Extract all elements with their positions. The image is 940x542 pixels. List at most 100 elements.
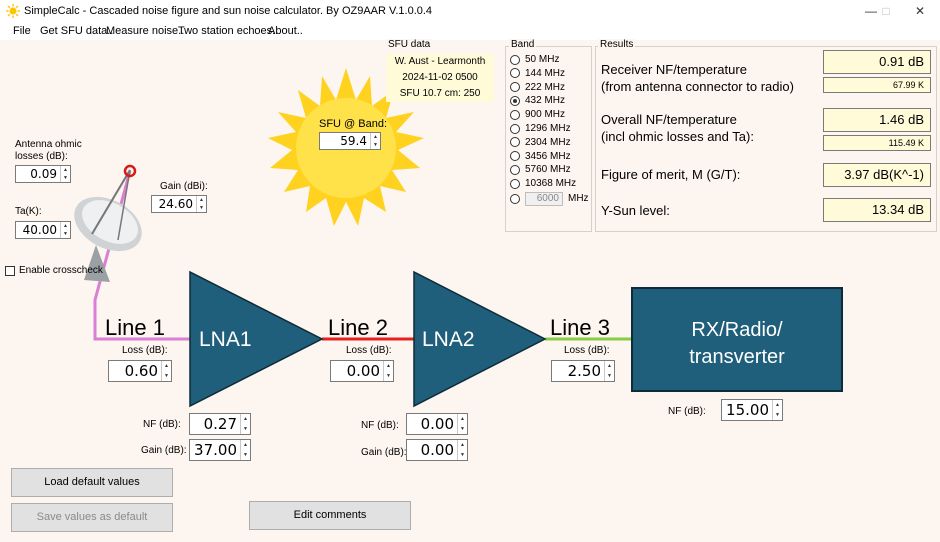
spin-up-icon[interactable]: ▲ [164, 362, 169, 369]
line2-loss-input[interactable]: 0.00 ▲ ▼ [330, 360, 394, 382]
antenna-ohmic-input[interactable]: 0.09 ▲▼ [15, 165, 71, 183]
spin-up-icon[interactable]: ▲ [63, 222, 68, 229]
rx-nf-label-line-1: Receiver NF/temperature [601, 62, 747, 77]
line1-loss-input[interactable]: 0.60 ▲ ▼ [108, 360, 172, 382]
antenna-gain-value[interactable]: 24.60 [158, 197, 193, 211]
lna1-nf-input[interactable]: 0.27 ▲ ▼ [189, 413, 251, 435]
band-option-222-mhz[interactable]: 222 MHz [510, 81, 565, 94]
band-radio[interactable] [510, 137, 520, 148]
spin-down-icon[interactable]: ▼ [386, 372, 391, 379]
checkbox-box[interactable] [5, 265, 15, 276]
lna2-nf-value[interactable]: 0.00 [420, 415, 454, 433]
spin-up-icon[interactable]: ▲ [243, 415, 248, 422]
spin-up-icon[interactable]: ▲ [460, 415, 465, 422]
band-option-3456-mhz[interactable]: 3456 MHz [510, 150, 571, 163]
band-custom-input[interactable]: 6000 [525, 191, 563, 206]
line1-loss-value[interactable]: 0.60 [124, 362, 158, 380]
lna2-gain-label: Gain (dB): [361, 447, 407, 458]
spin-down-icon[interactable]: ▼ [775, 411, 780, 418]
spin-down-icon[interactable]: ▼ [460, 425, 465, 432]
spin-up-icon[interactable]: ▲ [386, 362, 391, 369]
band-option-1296-mhz[interactable]: 1296 MHz [510, 122, 571, 135]
band-custom-row[interactable]: 6000 MHz [510, 191, 589, 206]
ta-value[interactable]: 40.00 [22, 223, 57, 237]
spin-down-icon[interactable]: ▼ [373, 141, 378, 148]
sfu-band-input[interactable]: 59.4 ▲▼ [319, 132, 381, 150]
antenna-gain-input[interactable]: 24.60 ▲▼ [151, 195, 207, 213]
band-radio[interactable] [510, 54, 520, 65]
band-radio[interactable] [510, 109, 520, 120]
radio-nf-value[interactable]: 15.00 [726, 401, 769, 419]
spin-down-icon[interactable]: ▼ [460, 451, 465, 458]
band-radio[interactable] [510, 95, 520, 106]
spin-up-icon[interactable]: ▲ [373, 133, 378, 140]
spin-down-icon[interactable]: ▼ [607, 372, 612, 379]
ysun-label: Y-Sun level: [601, 203, 670, 218]
band-radio[interactable] [510, 151, 520, 162]
lna1-gain-value[interactable]: 37.00 [194, 441, 237, 459]
band-radio[interactable] [510, 82, 520, 93]
band-option-50-mhz[interactable]: 50 MHz [510, 53, 559, 66]
band-custom-radio[interactable] [510, 193, 520, 204]
lna1-nf-value[interactable]: 0.27 [203, 415, 237, 433]
crosscheck-checkbox[interactable]: Enable crosscheck [5, 265, 103, 276]
band-option-label: 144 MHz [525, 67, 566, 79]
menu-two-station-echoes[interactable]: Two station echoes.. [178, 25, 279, 37]
line2-title: Line 2 [328, 315, 388, 340]
band-option-10368-mhz[interactable]: 10368 MHz [510, 177, 576, 190]
spin-up-icon[interactable]: ▲ [460, 441, 465, 448]
band-option-900-mhz[interactable]: 900 MHz [510, 108, 565, 121]
spin-down-icon[interactable]: ▼ [243, 451, 248, 458]
band-group [505, 46, 592, 232]
spin-up-icon[interactable]: ▲ [63, 166, 68, 173]
antenna-ohmic-value[interactable]: 0.09 [30, 167, 57, 181]
spin-up-icon[interactable]: ▲ [607, 362, 612, 369]
band-radio[interactable] [510, 164, 520, 175]
line3-loss-value[interactable]: 2.50 [567, 362, 601, 380]
overall-nf-label: Overall NF/temperature (incl ohmic losse… [601, 111, 754, 145]
menu-measure-noise[interactable]: Measure noise.. [106, 25, 185, 37]
load-defaults-button[interactable]: Load default values [11, 468, 173, 497]
lna1-triangle [189, 270, 324, 408]
close-icon[interactable]: ✕ [914, 4, 926, 18]
band-radio[interactable] [510, 68, 520, 79]
overall-nf-value: 1.46 dB [823, 108, 931, 132]
lna2-gain-input[interactable]: 0.00 ▲ ▼ [406, 439, 468, 461]
menu-get-sfu-data[interactable]: Get SFU data.. [40, 25, 114, 37]
maximize-icon[interactable]: □ [882, 4, 890, 18]
spin-down-icon[interactable]: ▼ [199, 204, 204, 211]
save-defaults-button[interactable]: Save values as default [11, 503, 173, 532]
lna2-nf-label: NF (dB): [361, 420, 399, 431]
spin-up-icon[interactable]: ▲ [243, 441, 248, 448]
band-option-5760-mhz[interactable]: 5760 MHz [510, 163, 571, 176]
band-option-144-mhz[interactable]: 144 MHz [510, 67, 565, 80]
spin-down-icon[interactable]: ▼ [63, 230, 68, 237]
spin-down-icon[interactable]: ▼ [164, 372, 169, 379]
radio-title-line-1: RX/Radio/ [691, 319, 783, 341]
menu-file[interactable]: File [13, 25, 31, 37]
band-radio[interactable] [510, 178, 520, 189]
lna1-gain-label: Gain (dB): [141, 445, 187, 456]
spin-up-icon[interactable]: ▲ [775, 401, 780, 408]
line3-title: Line 3 [550, 315, 610, 340]
band-option-2304-mhz[interactable]: 2304 MHz [510, 136, 571, 149]
lna2-nf-input[interactable]: 0.00 ▲ ▼ [406, 413, 468, 435]
spin-down-icon[interactable]: ▼ [63, 174, 68, 181]
band-option-label: 50 MHz [525, 54, 560, 65]
spin-down-icon[interactable]: ▼ [243, 425, 248, 432]
radio-nf-input[interactable]: 15.00 ▲ ▼ [721, 399, 783, 421]
sfu-station: W. Aust - Learmonth [386, 54, 494, 70]
line3-loss-input[interactable]: 2.50 ▲ ▼ [551, 360, 615, 382]
minimize-icon[interactable]: — [865, 4, 877, 18]
ta-input[interactable]: 40.00 ▲▼ [15, 221, 71, 239]
window-title: SimpleCalc - Cascaded noise figure and s… [24, 5, 433, 17]
edit-comments-button[interactable]: Edit comments [249, 501, 411, 530]
spin-up-icon[interactable]: ▲ [199, 196, 204, 203]
menu-about[interactable]: About.. [268, 25, 303, 37]
band-radio[interactable] [510, 123, 520, 134]
lna1-gain-input[interactable]: 37.00 ▲ ▼ [189, 439, 251, 461]
lna2-gain-value[interactable]: 0.00 [420, 441, 454, 459]
band-option-432-mhz[interactable]: 432 MHz [510, 94, 565, 107]
sfu-band-value[interactable]: 59.4 [340, 134, 367, 148]
line2-loss-value[interactable]: 0.00 [346, 362, 380, 380]
